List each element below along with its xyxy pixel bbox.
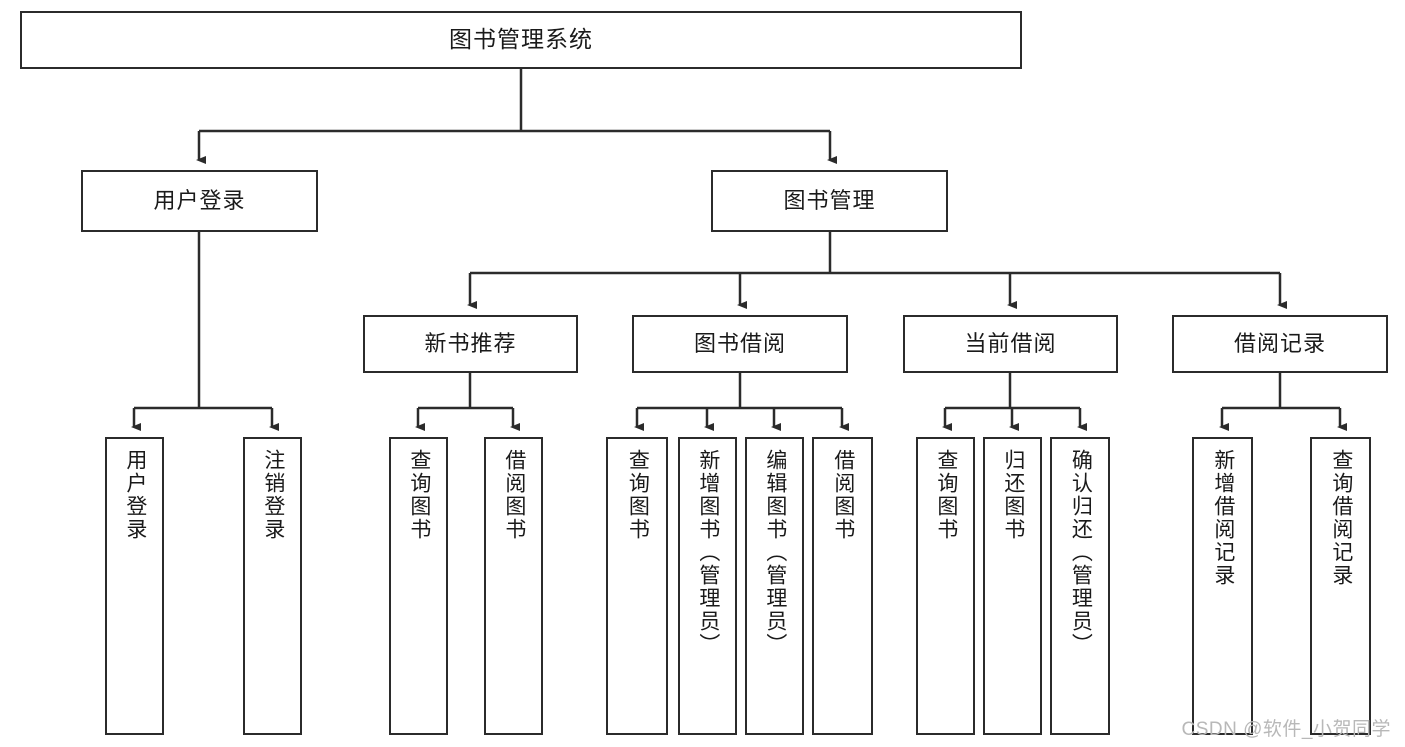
leaf-label: 查询图书 (407, 449, 431, 541)
leaf-label: 借阅图书 (502, 449, 526, 541)
leaf-label: 确认归还（管理员） (1069, 449, 1093, 656)
node-borrow-record-label: 借阅记录 (1233, 330, 1326, 356)
leaf-logout-login[interactable]: 注销登录 (243, 437, 302, 735)
leaf-label: 新增图书（管理员） (696, 449, 720, 656)
leaf-confirm-return-admin[interactable]: 确认归还（管理员） (1050, 437, 1110, 735)
leaf-label: 用户登录 (123, 449, 147, 541)
node-current-borrow[interactable]: 当前借阅 (903, 315, 1118, 373)
leaf-label: 查询图书 (934, 449, 958, 541)
leaf-borrow-book[interactable]: 借阅图书 (812, 437, 873, 735)
node-book-borrow-label: 图书借阅 (693, 330, 786, 356)
leaf-label: 编辑图书（管理员） (763, 449, 787, 656)
leaf-add-book-admin[interactable]: 新增图书（管理员） (678, 437, 737, 735)
leaf-label: 借阅图书 (831, 449, 855, 541)
node-new-book-recommend[interactable]: 新书推荐 (363, 315, 578, 373)
node-borrow-record[interactable]: 借阅记录 (1172, 315, 1388, 373)
node-book-management-label: 图书管理 (783, 187, 876, 213)
leaf-label: 注销登录 (261, 449, 285, 541)
node-user-login-label: 用户登录 (153, 187, 246, 213)
leaf-label: 新增借阅记录 (1211, 449, 1235, 587)
node-current-borrow-label: 当前借阅 (964, 330, 1057, 356)
node-book-management[interactable]: 图书管理 (711, 170, 948, 232)
leaf-query-book-recommend[interactable]: 查询图书 (389, 437, 448, 735)
leaf-query-book-borrow[interactable]: 查询图书 (606, 437, 668, 735)
node-book-borrow[interactable]: 图书借阅 (632, 315, 848, 373)
leaf-label: 查询借阅记录 (1329, 449, 1353, 587)
leaf-label: 查询图书 (626, 449, 650, 541)
leaf-query-book-current[interactable]: 查询图书 (916, 437, 975, 735)
node-user-login[interactable]: 用户登录 (81, 170, 318, 232)
leaf-user-login[interactable]: 用户登录 (105, 437, 164, 735)
node-new-book-recommend-label: 新书推荐 (424, 330, 517, 356)
leaf-label: 归还图书 (1001, 449, 1025, 541)
node-root-label: 图书管理系统 (449, 26, 593, 53)
leaf-add-borrow-record[interactable]: 新增借阅记录 (1192, 437, 1253, 735)
node-root[interactable]: 图书管理系统 (20, 11, 1022, 69)
leaf-edit-book-admin[interactable]: 编辑图书（管理员） (745, 437, 804, 735)
leaf-borrow-book-recommend[interactable]: 借阅图书 (484, 437, 543, 735)
leaf-query-borrow-record[interactable]: 查询借阅记录 (1310, 437, 1371, 735)
csdn-watermark: CSDN @软件_小贺同学 (1181, 719, 1391, 740)
leaf-return-book[interactable]: 归还图书 (983, 437, 1042, 735)
